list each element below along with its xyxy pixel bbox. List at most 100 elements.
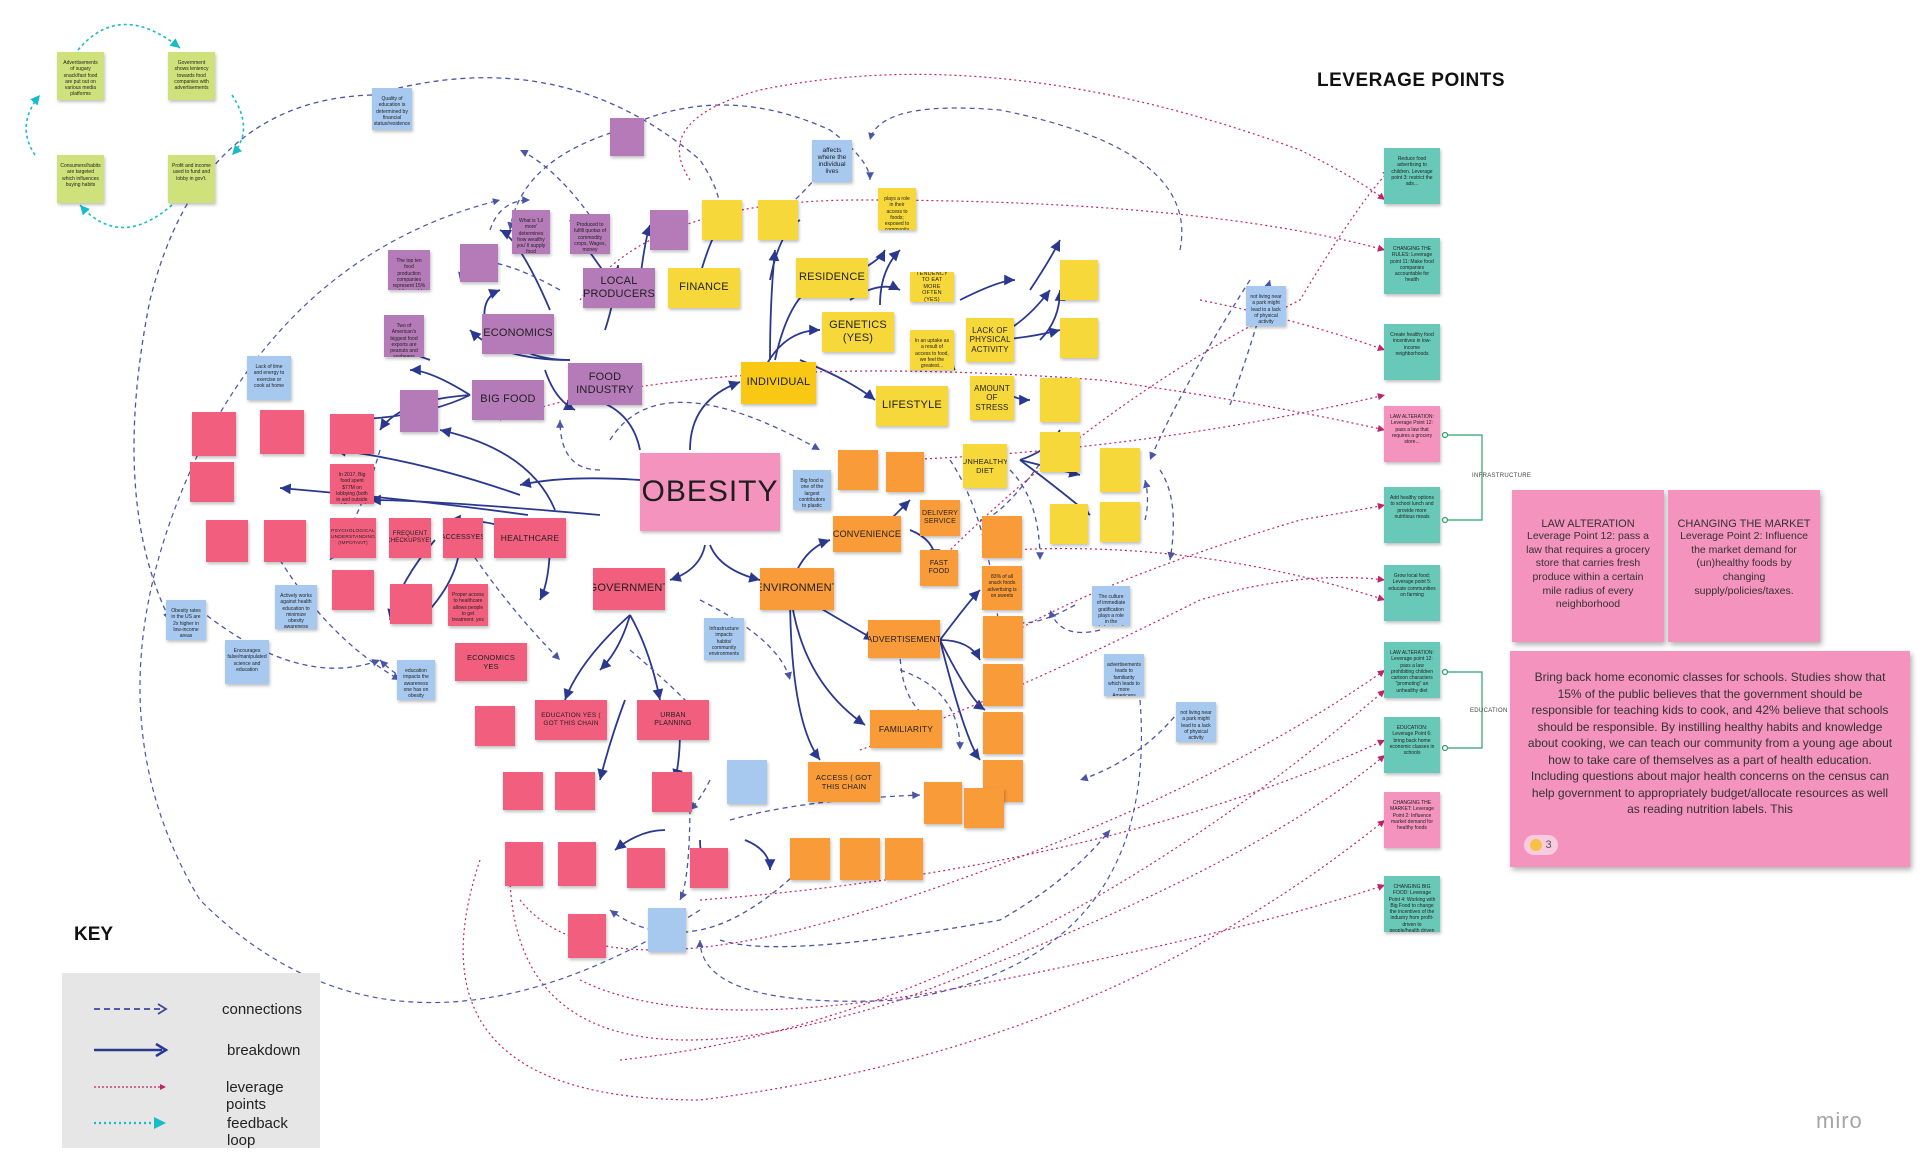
sticky-note[interactable]: 83% of all snack foods advertising is on… — [982, 566, 1022, 610]
home-economics-note[interactable]: Bring back home economic classes for sch… — [1510, 651, 1910, 867]
sticky-note[interactable] — [260, 410, 304, 454]
category-urban-planning[interactable]: URBAN PLANNING — [637, 700, 709, 740]
sticky-note[interactable]: In an uptake as a result of access to fo… — [910, 330, 954, 370]
leverage-note[interactable]: LAW ALTERATION: Leverage Point 12: pass … — [1384, 406, 1440, 462]
sticky-note[interactable]: Two of American's biggest food exports a… — [384, 315, 424, 357]
category-amount-of-stress[interactable]: AMOUNT OF STRESS — [970, 376, 1014, 420]
sticky-note[interactable] — [330, 414, 374, 454]
category-advertisement[interactable]: ADVERTISEMENT — [868, 620, 940, 658]
sticky-note[interactable] — [648, 908, 686, 952]
leverage-note[interactable]: EDUCATION: Leverage Point 6: bring back … — [1384, 717, 1440, 773]
category-individual[interactable]: INDIVIDUAL — [741, 362, 816, 404]
sticky-note[interactable] — [558, 842, 596, 886]
sticky-note[interactable]: plays a role in their access to foods; e… — [878, 188, 916, 230]
sticky-note[interactable] — [192, 412, 236, 456]
sticky-note[interactable]: The top ten food production companies re… — [388, 250, 430, 290]
sticky-note[interactable] — [964, 788, 1004, 828]
sticky-note[interactable] — [983, 664, 1023, 706]
sticky-note[interactable]: education impacts the awareness one has … — [397, 660, 435, 700]
sticky-note[interactable] — [460, 244, 498, 282]
sticky-note[interactable] — [727, 760, 767, 804]
sticky-note[interactable]: What is 'Lil more' determines how wealth… — [512, 210, 550, 254]
category-finance[interactable]: FINANCE — [668, 268, 740, 308]
sticky-note[interactable]: In 2017, Big food spent $77M on lobbying… — [330, 464, 374, 504]
obesity-core-note[interactable]: OBESITY — [640, 453, 780, 531]
sticky-note[interactable] — [627, 848, 665, 888]
law-alteration-note[interactable]: LAW ALTERATION Leverage Point 12: pass a… — [1512, 490, 1664, 642]
sticky-note[interactable] — [838, 450, 878, 490]
sticky-note[interactable] — [1100, 502, 1140, 542]
sticky-note[interactable]: Produced to fulfill quotas of commodity … — [570, 214, 610, 254]
sticky-note[interactable] — [840, 838, 880, 880]
sticky-note[interactable]: Consumers/habits are targeted which infl… — [57, 155, 104, 203]
sticky-note[interactable]: advertisements leads to familiarity whic… — [1104, 654, 1144, 696]
sticky-note[interactable] — [702, 200, 742, 240]
sticky-note[interactable]: Proper access to healthcare allows peopl… — [448, 584, 488, 626]
category-local-producers[interactable]: LOCAL PRODUCERS — [583, 268, 655, 308]
sticky-note[interactable]: not living near a park might lead to a l… — [1176, 702, 1216, 742]
category-residence[interactable]: RESIDENCE — [796, 258, 868, 298]
sticky-note[interactable]: Quality of education is determined by fi… — [372, 88, 412, 130]
sticky-note[interactable] — [652, 772, 692, 812]
sticky-note[interactable]: Profit and income used to fund and lobby… — [168, 155, 215, 203]
category-education[interactable]: EDUCATION yes ( got this chain — [535, 700, 607, 740]
leverage-note[interactable]: Create healthy food incentives in low-in… — [1384, 324, 1440, 380]
sticky-note[interactable] — [650, 210, 688, 250]
sticky-note[interactable] — [332, 570, 374, 610]
leverage-note[interactable]: Reduce food advertising to children. Lev… — [1384, 148, 1440, 204]
category-food-industry[interactable]: FOOD INDUSTRY — [568, 363, 642, 405]
category-psychological[interactable]: PSYCHOLOGICAL UNDERSTANDING (impotant) — [330, 518, 376, 558]
sticky-note[interactable] — [503, 772, 543, 810]
sticky-note[interactable] — [264, 520, 306, 562]
sticky-note[interactable] — [505, 842, 543, 886]
sticky-note[interactable] — [1040, 432, 1080, 472]
category-familiarity[interactable]: FAMILIARITY — [870, 710, 942, 748]
category-lack-physical-activity[interactable]: LACK OF PHYSICAL ACTIVITY — [966, 318, 1014, 362]
leverage-note[interactable]: CHANGING BIG FOOD: Leverage Point 4: Wor… — [1384, 876, 1440, 932]
category-access-yes[interactable]: ACCESSyes — [443, 518, 483, 558]
category-healthcare[interactable]: HEALTHCARE — [494, 518, 566, 558]
sticky-note[interactable] — [885, 838, 923, 880]
category-economics[interactable]: ECONOMICS — [482, 314, 554, 354]
sticky-note[interactable] — [758, 200, 798, 240]
sticky-note[interactable] — [400, 390, 438, 432]
sticky-note[interactable] — [1060, 318, 1098, 358]
sticky-note[interactable] — [690, 848, 728, 888]
reaction-badge[interactable]: 3 — [1524, 835, 1558, 855]
sticky-note[interactable] — [555, 772, 595, 810]
sticky-note[interactable]: Actively works against health education … — [275, 585, 317, 629]
leverage-note[interactable]: Grow local food; Leverage point 5: educa… — [1384, 565, 1440, 621]
sticky-note[interactable] — [983, 616, 1023, 658]
category-frequent-checkups[interactable]: FREQUENT CHECKUPSyes — [389, 518, 431, 558]
sticky-note[interactable] — [1050, 504, 1088, 544]
category-economics-yes[interactable]: ECONOMICS yes — [455, 643, 527, 681]
category-genetics[interactable]: GENETICS (yes) — [822, 312, 894, 352]
sticky-note[interactable] — [190, 462, 234, 502]
sticky-note[interactable] — [475, 706, 515, 746]
sticky-note[interactable] — [924, 782, 962, 824]
category-big-food[interactable]: BIG FOOD — [472, 380, 544, 420]
sticky-note[interactable]: affects where the individual lives — [812, 140, 852, 182]
sticky-note[interactable] — [886, 452, 924, 492]
sticky-note[interactable] — [568, 914, 606, 958]
sticky-note[interactable]: Government shows leniency towards food c… — [168, 52, 215, 100]
category-access-chain[interactable]: ACCESS ( got this chain — [808, 762, 880, 802]
sticky-note[interactable]: Lack of time and energy to exercise or c… — [247, 356, 291, 400]
leverage-note[interactable]: Add healthy options to school lunch and … — [1384, 487, 1440, 543]
changing-market-note[interactable]: CHANGING THE MARKET Leverage Point 2: In… — [1668, 490, 1820, 642]
sticky-note[interactable] — [610, 118, 644, 156]
sticky-note[interactable] — [390, 584, 432, 624]
leverage-note[interactable]: LAW ALTERATION: Leverage point 12: pass … — [1384, 642, 1440, 698]
leverage-note[interactable]: CHANGING THE RULES: Leverage point 11: M… — [1384, 238, 1440, 294]
category-lifestyle[interactable]: LIFESTYLE — [876, 386, 948, 426]
category-government[interactable]: GOVERNMENT — [593, 568, 665, 610]
sticky-note[interactable]: The culture of immediate gratification p… — [1092, 586, 1130, 626]
category-tendency[interactable]: TENDENCY TO EAT MORE OFTEN (yes) — [910, 272, 954, 302]
leverage-note[interactable]: CHANGING THE MARKET: Leverage Point 2: I… — [1384, 792, 1440, 848]
sticky-note[interactable]: Advertisements of sugary snack/fast food… — [57, 52, 104, 100]
sticky-note[interactable]: Obesity rates in the US are 2x higher in… — [166, 600, 206, 640]
category-fast-food[interactable]: FAST FOOD — [920, 550, 958, 586]
category-delivery-service[interactable]: DELIVERY SERVICE — [920, 500, 960, 536]
sticky-note[interactable] — [790, 838, 830, 880]
category-unhealthy-diet[interactable]: UNHEALTHY DIET — [963, 444, 1007, 488]
